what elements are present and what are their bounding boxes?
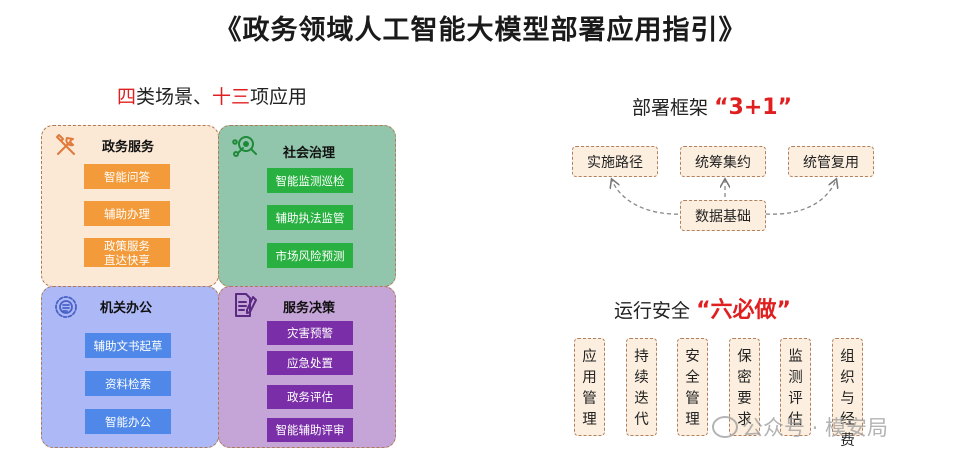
framework-box-implementation-path[interactable]: 实施路径 [572,146,658,177]
app-smart-review[interactable]: 智能辅助评审 [267,418,353,442]
security-box-continuous-iteration[interactable]: 持续迭代 [626,338,657,436]
watermark: 公众号 · 模安局 [712,412,888,442]
arrow-to-unified-reuse [765,180,836,215]
arrow-to-implementation-path [612,180,686,215]
quadrant-title: 服务决策 [283,301,336,316]
app-disaster-warning[interactable]: 灾害预警 [267,321,353,345]
wechat-icon [712,416,738,438]
heading-four: 四 [117,86,137,108]
framework-heading: 部署框架 “3+1” [632,93,792,120]
watermark-text: 公众号 · 模安局 [742,416,889,440]
wrench-screwdriver-icon [56,134,75,155]
quadrant-government-services: 政务服务 智能问答 辅助办理 政策服务直达快享 [41,125,219,287]
app-assisted-processing[interactable]: 辅助办理 [84,201,170,226]
app-smart-office[interactable]: 智能办公 [85,409,171,434]
security-highlight: “六必做” [696,298,791,323]
app-document-drafting[interactable]: 辅助文书起草 [85,333,171,358]
heading-thirteen: 十三 [212,86,251,108]
quadrant-title: 社会治理 [283,146,336,161]
office-settings-icon [55,296,77,318]
framework-highlight: “3+1” [714,95,793,120]
app-smart-qa[interactable]: 智能问答 [84,164,170,189]
security-box-monitoring-assessment[interactable]: 监测评估 [780,338,811,436]
app-smart-monitoring[interactable]: 智能监测巡检 [267,168,353,193]
app-emergency-response[interactable]: 应急处置 [267,351,353,375]
document-pen-icon [235,293,257,317]
security-box-security-management[interactable]: 安全管理 [677,338,708,436]
app-info-retrieval[interactable]: 资料检索 [85,371,171,396]
quadrant-decision-support: 服务决策 灾害预警 应急处置 政务评估 智能辅助评审 [218,286,396,448]
app-policy-direct[interactable]: 政策服务直达快享 [84,238,170,267]
network-search-icon [232,136,257,157]
app-government-assessment[interactable]: 政务评估 [267,385,353,409]
heading-scenarios-text: 类场景、 [136,86,213,108]
quadrant-title: 政务服务 [102,140,155,155]
security-box-confidentiality[interactable]: 保密要求 [729,338,760,436]
scenarios-heading: 四类场景、十三项应用 [117,82,307,109]
security-box-app-management[interactable]: 应用管理 [574,338,605,436]
app-law-enforcement[interactable]: 辅助执法监管 [267,205,353,230]
page-title: 《政务领域人工智能大模型部署应用指引》 [214,15,747,46]
framework-box-data-foundation[interactable]: 数据基础 [680,200,766,231]
app-market-risk[interactable]: 市场风险预测 [267,243,353,268]
quadrant-title: 机关办公 [100,301,153,316]
framework-label: 部署框架 [632,97,709,119]
framework-box-coordination[interactable]: 统筹集约 [680,146,766,177]
quadrant-office-work: 机关办公 辅助文书起草 资料检索 智能办公 [41,286,219,448]
security-box-organization-funding[interactable]: 组织与经费 [832,338,863,449]
security-label: 运行安全 [614,300,691,322]
security-heading: 运行安全 “六必做” [614,292,791,324]
quadrant-social-governance: 社会治理 智能监测巡检 辅助执法监管 市场风险预测 [218,125,396,287]
framework-box-unified-reuse[interactable]: 统管复用 [788,146,874,177]
heading-apps-text: 项应用 [250,86,308,108]
